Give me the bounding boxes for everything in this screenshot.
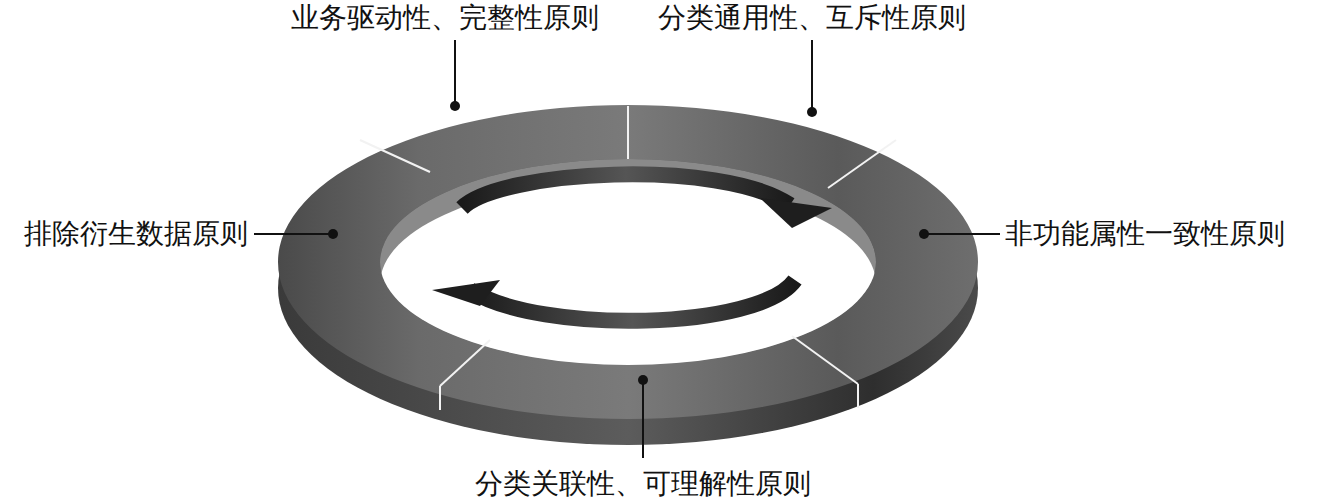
principle-label: 业务驱动性、完整性原则 <box>291 2 599 34</box>
cycle-arrows <box>432 174 832 320</box>
ring-top <box>278 105 978 419</box>
principle-label: 分类通用性、互斥性原则 <box>658 2 966 34</box>
principle-label: 排除衍生数据原则 <box>24 218 248 250</box>
principle-label: 非功能属性一致性原则 <box>1005 218 1285 250</box>
principle-label: 分类关联性、可理解性原则 <box>475 468 811 500</box>
leader-lines <box>254 40 1000 458</box>
ring-hole <box>380 181 876 387</box>
leader-dots <box>328 101 929 385</box>
segment-dividers <box>360 106 896 410</box>
